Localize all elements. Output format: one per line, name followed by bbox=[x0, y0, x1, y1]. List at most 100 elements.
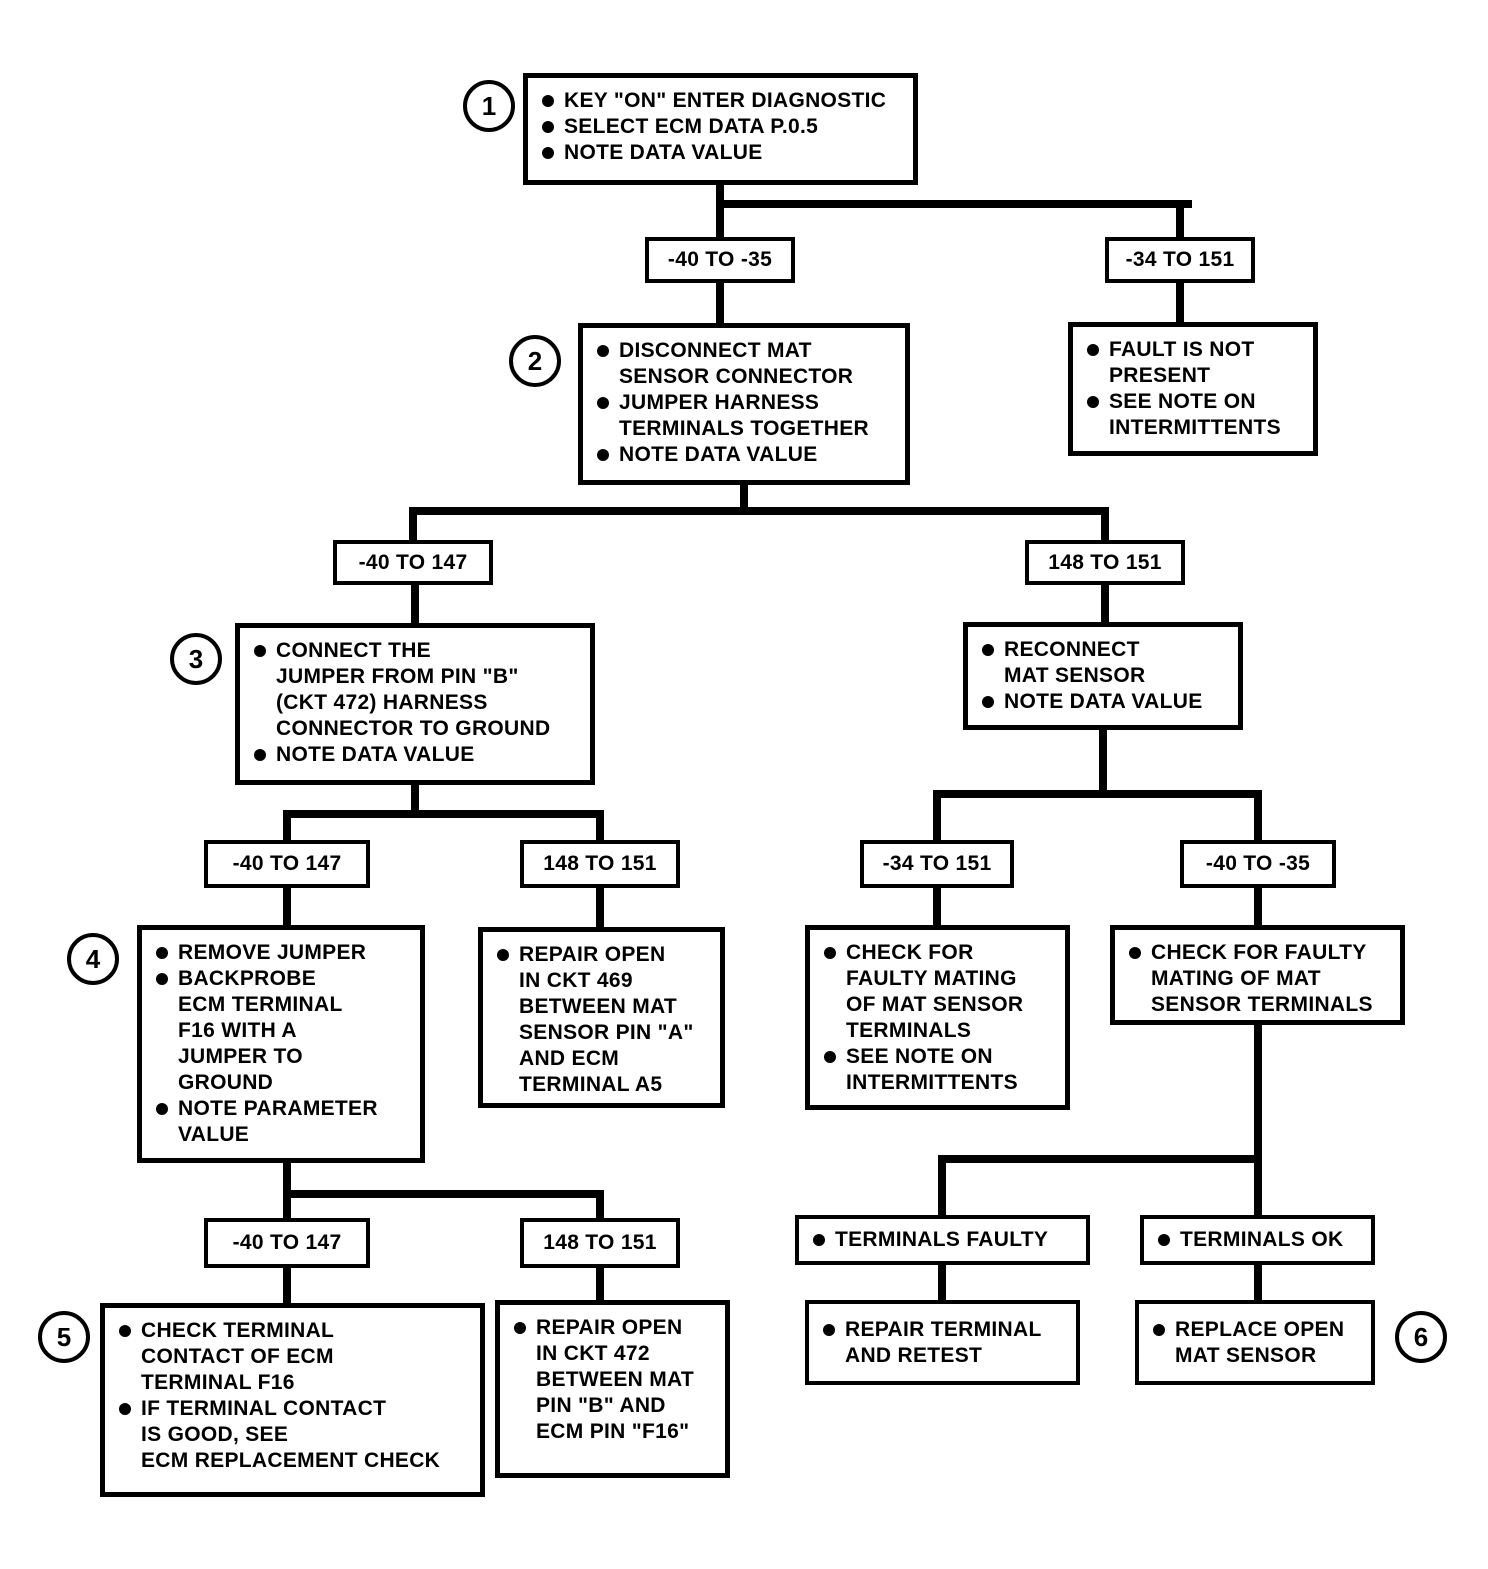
connector-line bbox=[1099, 722, 1107, 798]
connector-line bbox=[716, 278, 724, 333]
bullet-icon bbox=[982, 644, 994, 656]
bullet-icon bbox=[514, 1322, 526, 1334]
value-label-v9: -40 TO 147 bbox=[204, 1218, 370, 1268]
node-text: CHECK TERMINAL CONTACT OF ECM TERMINAL F… bbox=[141, 1319, 335, 1394]
node-text: NOTE PARAMETER VALUE bbox=[178, 1097, 378, 1146]
connector-line bbox=[283, 810, 291, 850]
node-text: JUMPER HARNESS TERMINALS TOGETHER bbox=[619, 391, 870, 440]
value-label-v1: -40 TO -35 bbox=[645, 237, 795, 283]
value-label-v7: -34 TO 151 bbox=[860, 840, 1014, 888]
node-check-mating-left: CHECK FOR FAULTY MATING OF MAT SENSOR TE… bbox=[805, 925, 1070, 1110]
node-text: CONNECT THE JUMPER FROM PIN "B" (CKT 472… bbox=[276, 639, 551, 740]
node-check-mating-right: CHECK FOR FAULTY MATING OF MAT SENSOR TE… bbox=[1110, 925, 1405, 1025]
node-text: SELECT ECM DATA P.0.5 bbox=[564, 115, 819, 138]
step-number-badge-4: 4 bbox=[67, 933, 119, 985]
connector-line bbox=[596, 1190, 604, 1228]
bullet-icon bbox=[1153, 1324, 1165, 1336]
node-text: NOTE DATA VALUE bbox=[276, 743, 475, 766]
connector-line bbox=[283, 810, 604, 818]
node-text: NOTE DATA VALUE bbox=[1004, 690, 1203, 713]
bullet-icon bbox=[542, 147, 554, 159]
bullet-icon bbox=[254, 749, 266, 761]
bullet-icon bbox=[1158, 1234, 1170, 1246]
node-text: NOTE DATA VALUE bbox=[564, 141, 763, 164]
value-label-v6: 148 TO 151 bbox=[520, 840, 680, 888]
value-label-v3: -40 TO 147 bbox=[333, 540, 493, 585]
node-text: BACKPROBE ECM TERMINAL F16 WITH A JUMPER… bbox=[178, 967, 343, 1094]
bullet-icon bbox=[597, 449, 609, 461]
bullet-icon bbox=[156, 973, 168, 985]
connector-line bbox=[1101, 578, 1109, 632]
node-step1: KEY "ON" ENTER DIAGNOSTIC SELECT ECM DAT… bbox=[523, 73, 918, 185]
connector-line bbox=[1254, 790, 1262, 850]
bullet-icon bbox=[1087, 344, 1099, 356]
connector-line bbox=[283, 1190, 291, 1228]
node-text: KEY "ON" ENTER DIAGNOSTIC bbox=[564, 89, 887, 112]
node-text: CHECK FOR FAULTY MATING OF MAT SENSOR TE… bbox=[1151, 941, 1373, 1016]
connector-line bbox=[409, 507, 1109, 515]
node-step4: REMOVE JUMPER BACKPROBE ECM TERMINAL F16… bbox=[137, 925, 425, 1163]
connector-line bbox=[596, 1261, 604, 1310]
bullet-icon bbox=[119, 1325, 131, 1337]
connector-line bbox=[1176, 278, 1184, 332]
bullet-icon bbox=[813, 1234, 825, 1246]
node-fault-not-present: FAULT IS NOT PRESENT SEE NOTE ON INTERMI… bbox=[1068, 322, 1318, 456]
node-text: TERMINALS FAULTY bbox=[835, 1228, 1049, 1251]
node-text: REPAIR TERMINAL AND RETEST bbox=[845, 1318, 1042, 1367]
node-text: DISCONNECT MAT SENSOR CONNECTOR bbox=[619, 339, 854, 388]
value-label-v5: -40 TO 147 bbox=[204, 840, 370, 888]
node-text: IF TERMINAL CONTACT IS GOOD, SEE ECM REP… bbox=[141, 1397, 441, 1472]
bullet-icon bbox=[542, 121, 554, 133]
node-step2: DISCONNECT MAT SENSOR CONNECTOR JUMPER H… bbox=[578, 323, 910, 485]
bullet-icon bbox=[156, 947, 168, 959]
bullet-icon bbox=[497, 949, 509, 961]
connector-line bbox=[933, 790, 941, 850]
value-label-v10: 148 TO 151 bbox=[520, 1218, 680, 1268]
node-text: SEE NOTE ON INTERMITTENTS bbox=[1109, 390, 1281, 439]
bullet-icon bbox=[156, 1103, 168, 1115]
node-text: REMOVE JUMPER bbox=[178, 941, 367, 964]
connector-line bbox=[411, 578, 419, 633]
connector-line bbox=[283, 881, 291, 935]
node-text: NOTE DATA VALUE bbox=[619, 443, 818, 466]
connector-line bbox=[283, 1155, 291, 1198]
connector-line bbox=[938, 1258, 946, 1310]
bullet-icon bbox=[119, 1403, 131, 1415]
connector-line bbox=[409, 507, 417, 550]
connector-line bbox=[933, 790, 1262, 798]
node-terminals-ok: TERMINALS OK bbox=[1140, 1215, 1375, 1265]
connector-line bbox=[740, 478, 748, 515]
connector-line bbox=[283, 1261, 291, 1313]
value-label-v4: 148 TO 151 bbox=[1025, 540, 1185, 585]
node-step3: CONNECT THE JUMPER FROM PIN "B" (CKT 472… bbox=[235, 623, 595, 785]
step-number-badge-2: 2 bbox=[509, 335, 561, 387]
connector-line bbox=[1254, 1012, 1262, 1225]
connector-line bbox=[1101, 507, 1109, 550]
value-label-v2: -34 TO 151 bbox=[1105, 237, 1255, 283]
connector-line bbox=[1176, 200, 1184, 247]
bullet-icon bbox=[823, 1324, 835, 1336]
connector-line bbox=[596, 810, 604, 850]
bullet-icon bbox=[824, 947, 836, 959]
bullet-icon bbox=[597, 345, 609, 357]
node-replace-sensor: REPLACE OPEN MAT SENSOR bbox=[1135, 1300, 1375, 1385]
node-text: REPAIR OPEN IN CKT 469 BETWEEN MAT SENSO… bbox=[519, 943, 694, 1096]
node-repair-ckt469: REPAIR OPEN IN CKT 469 BETWEEN MAT SENSO… bbox=[478, 927, 725, 1108]
node-text: REPAIR OPEN IN CKT 472 BETWEEN MAT PIN "… bbox=[536, 1316, 695, 1443]
connector-line bbox=[283, 1190, 604, 1198]
connector-line bbox=[1254, 881, 1262, 935]
node-terminals-faulty: TERMINALS FAULTY bbox=[795, 1215, 1090, 1265]
node-step5: CHECK TERMINAL CONTACT OF ECM TERMINAL F… bbox=[100, 1303, 485, 1497]
bullet-icon bbox=[982, 696, 994, 708]
value-label-v8: -40 TO -35 bbox=[1180, 840, 1336, 888]
step-number-badge-5: 5 bbox=[38, 1311, 90, 1363]
step-number-badge-1: 1 bbox=[463, 80, 515, 132]
bullet-icon bbox=[254, 645, 266, 657]
bullet-icon bbox=[824, 1051, 836, 1063]
node-text: REPLACE OPEN MAT SENSOR bbox=[1175, 1318, 1345, 1367]
connector-line bbox=[938, 1155, 946, 1225]
connector-line bbox=[411, 778, 419, 818]
bullet-icon bbox=[1087, 396, 1099, 408]
connector-line bbox=[938, 1155, 1262, 1163]
